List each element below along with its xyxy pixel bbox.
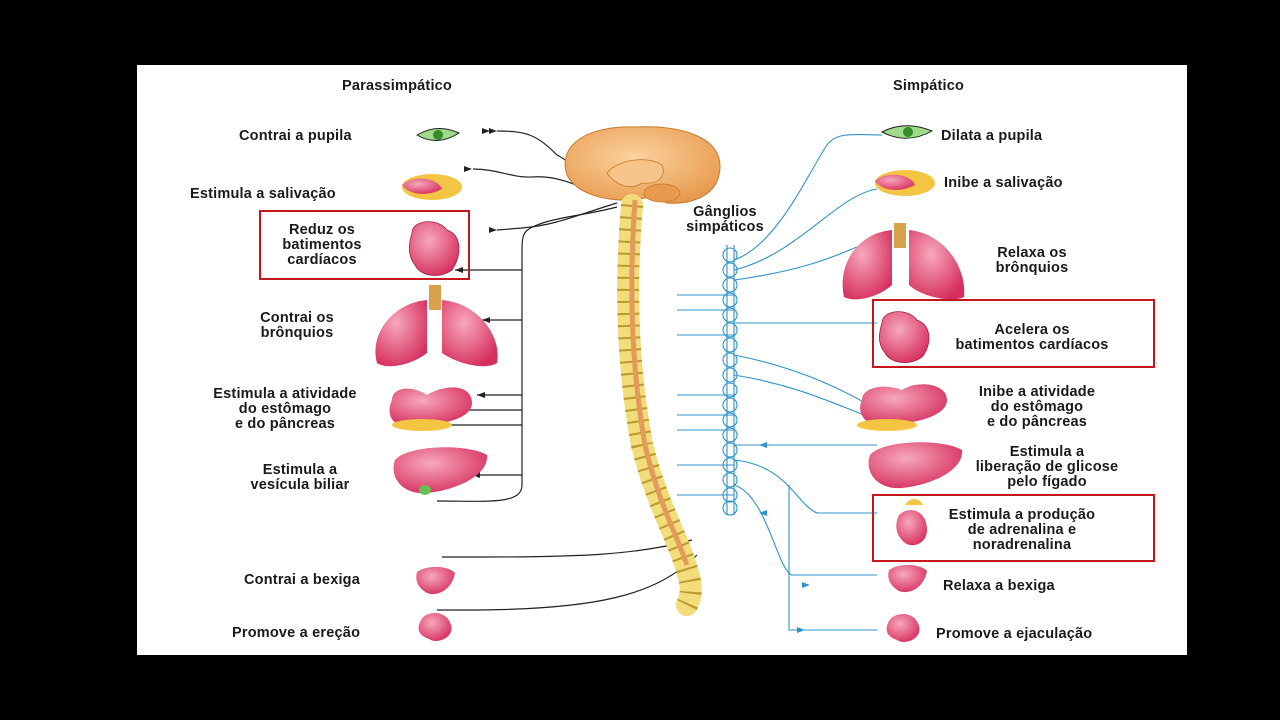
- lungs-icon: [375, 285, 498, 367]
- para-label-bladder: Contrai a bexiga: [244, 572, 361, 588]
- parasympathetic-title: Parassimpático: [342, 78, 452, 94]
- stomach-icon: [389, 387, 472, 431]
- symp-label-pupil: Dilata a pupila: [941, 128, 1043, 144]
- para-label-pupil: Contrai a pupila: [239, 128, 352, 144]
- sympathetic-nerves: [677, 133, 883, 631]
- heart-icon: [408, 221, 460, 276]
- para-label-salivation: Estimula a salivação: [190, 186, 336, 202]
- symp-label-adrenaline: Estimula a produção de adrenalina e nora…: [948, 507, 1096, 553]
- salivary-gland-icon: [402, 174, 462, 200]
- genitals-icon: [418, 613, 452, 642]
- diagram-slide: Parassimpático Simpático Gânglios simpát…: [137, 65, 1187, 655]
- symp-label-heart: Acelera os batimentos cardíacos: [955, 322, 1109, 353]
- bladder-icon: [416, 566, 455, 595]
- sympathetic-title: Simpático: [893, 78, 965, 94]
- highlight-box-symp-heart: [872, 299, 1155, 368]
- para-label-erection: Promove a ereção: [232, 625, 361, 641]
- symp-label-bronchi: Relaxa os brônquios: [995, 245, 1069, 276]
- eye-icon-right: [880, 125, 934, 139]
- symp-label-bladder: Relaxa a bexiga: [943, 578, 1055, 594]
- sympathetic-arrowheads: [759, 442, 810, 633]
- para-label-bronchi: Contrai os brônquios: [260, 310, 334, 341]
- bladder-icon-right: [888, 564, 927, 593]
- heart-icon-right: [878, 311, 930, 363]
- highlight-box-symp-adrenaline: [872, 494, 1155, 562]
- spinal-column: [617, 194, 702, 616]
- adrenal-kidney-icon-right: [896, 499, 927, 546]
- symp-label-liver: Estimula a liberação de glicose pelo fíg…: [975, 444, 1119, 490]
- para-label-gallbladder: Estimula a vesícula biliar: [250, 462, 350, 493]
- genitals-icon-right: [886, 614, 920, 643]
- lungs-icon-right: [842, 223, 965, 300]
- sympathetic-ganglia: [722, 247, 738, 516]
- ganglia-label: Gânglios simpáticos: [686, 204, 764, 235]
- brain: [564, 126, 721, 204]
- liver-icon-right: [868, 442, 963, 489]
- salivary-gland-icon-right: [875, 170, 935, 196]
- symp-label-salivation: Inibe a salivação: [944, 175, 1063, 191]
- highlight-box-para-heart: [259, 210, 470, 280]
- eye-icon: [416, 128, 461, 141]
- gallbladder-liver-icon: [393, 447, 488, 495]
- symp-label-ejaculation: Promove a ejaculação: [936, 626, 1093, 642]
- nervous-system-illustration: [375, 125, 965, 643]
- parasympathetic-nerves: [436, 130, 698, 611]
- symp-label-stomach: Inibe a atividade do estômago e do pâncr…: [978, 384, 1096, 430]
- stomach-icon-right: [857, 384, 947, 431]
- para-label-heart: Reduz os batimentos cardíacos: [282, 222, 362, 268]
- para-label-stomach: Estimula a atividade do estômago e do pâ…: [213, 386, 357, 432]
